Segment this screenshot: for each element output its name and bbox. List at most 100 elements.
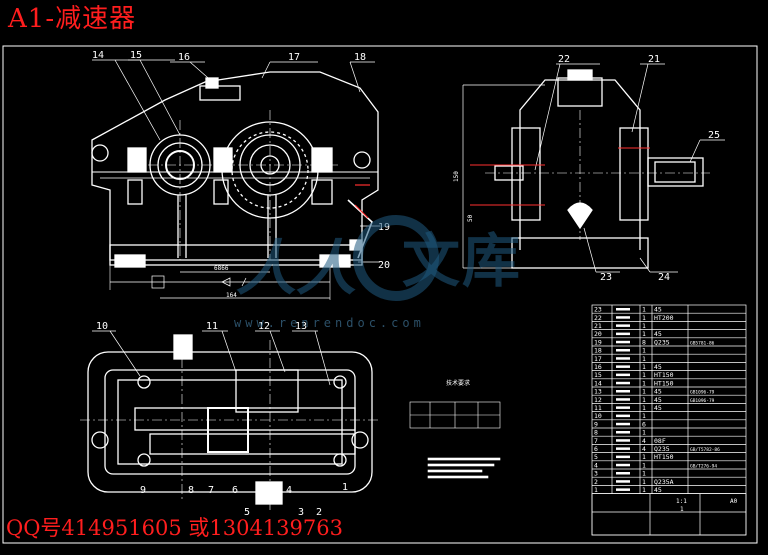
bom-cell: HT150 bbox=[654, 379, 674, 387]
bom-cell: 4 bbox=[642, 437, 646, 445]
bom-name-cell bbox=[616, 439, 630, 442]
bom-cell: 1 bbox=[642, 322, 646, 330]
bom-cell: HT150 bbox=[654, 453, 674, 461]
bom-cell: 1 bbox=[642, 429, 646, 437]
bom-cell: 4 bbox=[642, 445, 646, 453]
bom-cell: 10 bbox=[594, 412, 602, 420]
watermark-ku: 库 bbox=[462, 227, 521, 295]
bom-cell: 13 bbox=[594, 388, 602, 396]
callout-9: 9 bbox=[140, 485, 146, 496]
bom-cell: 6 bbox=[594, 445, 598, 453]
bom-cell: Q235A bbox=[654, 478, 674, 486]
bom-name-cell bbox=[616, 324, 630, 327]
dim-50: 50 bbox=[467, 214, 474, 222]
callout-16: 16 bbox=[178, 52, 190, 63]
bom-cell: 1 bbox=[642, 355, 646, 363]
bom-cell: 8 bbox=[642, 338, 646, 346]
drawing-title: A1-减速器 bbox=[8, 4, 137, 34]
bom-cell: 1 bbox=[642, 379, 646, 387]
bom-cell: 15 bbox=[594, 371, 602, 379]
callout-2: 2 bbox=[316, 507, 322, 518]
bom-name-cell bbox=[616, 308, 630, 311]
bom-cell: 1 bbox=[594, 486, 598, 494]
bom-cell: 2 bbox=[594, 478, 598, 486]
callout-1: 1 bbox=[342, 482, 348, 493]
bom-cell: GB1096-79 bbox=[690, 398, 715, 404]
callout-5: 5 bbox=[244, 507, 250, 518]
bom-cell: Q235 bbox=[654, 338, 670, 346]
bom-cell: 9 bbox=[594, 420, 598, 428]
bom-cell: 1 bbox=[642, 330, 646, 338]
bom-name-cell bbox=[616, 480, 630, 483]
bom-cell: 5 bbox=[594, 453, 598, 461]
bom-cell: 45 bbox=[654, 396, 662, 404]
bom-cell: 1 bbox=[642, 306, 646, 314]
bom-name-cell bbox=[616, 447, 630, 450]
bom-cell: 1 bbox=[642, 412, 646, 420]
bom-cell: 08F bbox=[654, 437, 666, 445]
callout-11: 11 bbox=[206, 321, 218, 332]
tech-notes bbox=[409, 401, 501, 479]
dim-6866: 6866 bbox=[214, 265, 229, 272]
watermark-wen: 文 bbox=[402, 227, 461, 295]
side-red-marks bbox=[470, 147, 650, 206]
bom-name-cell bbox=[616, 316, 630, 319]
callout-8: 8 bbox=[188, 485, 194, 496]
sheet-no-cell: 1 bbox=[680, 506, 684, 513]
dim-150: 150 bbox=[453, 171, 460, 182]
bom-name-cell bbox=[616, 463, 630, 467]
bom-cell: 45 bbox=[654, 363, 662, 371]
bom-cell: 1 bbox=[642, 461, 646, 469]
bom-cell: 1 bbox=[642, 470, 646, 478]
bom-cell: GB/T5782-86 bbox=[690, 447, 720, 453]
callout-17: 17 bbox=[288, 52, 300, 63]
bom-cell: 45 bbox=[654, 306, 662, 314]
bom-cell: 14 bbox=[594, 379, 602, 387]
watermark-url: www.renrendoc.com bbox=[234, 316, 425, 330]
bom-cell: 45 bbox=[654, 388, 662, 396]
bom-cell: 1 bbox=[642, 363, 646, 371]
bom-cell: GB1096-79 bbox=[690, 390, 715, 396]
bom-cell: 20 bbox=[594, 330, 602, 338]
bom-name-cell bbox=[616, 431, 630, 434]
bom-cell: 22 bbox=[594, 314, 602, 322]
watermark-logo: 人人 文 库 bbox=[236, 210, 526, 310]
callout-21: 21 bbox=[648, 54, 660, 65]
front-red-marks bbox=[354, 184, 370, 219]
bom-cell: 4 bbox=[594, 461, 598, 469]
callout-24: 24 bbox=[658, 272, 670, 283]
drawing-border bbox=[2, 45, 758, 544]
bom-cell: 1 bbox=[642, 486, 646, 494]
bom-cell: HT150 bbox=[654, 371, 674, 379]
side-view bbox=[462, 63, 725, 273]
bom-name-cell bbox=[616, 414, 630, 418]
callout-22: 22 bbox=[558, 54, 570, 65]
tech-title: 技术要求 bbox=[446, 379, 470, 387]
callout-18: 18 bbox=[354, 52, 366, 63]
callout-3: 3 bbox=[298, 507, 304, 518]
callout-10: 10 bbox=[96, 321, 108, 332]
bom-cell: 6 bbox=[642, 420, 646, 428]
dim-164: 164 bbox=[226, 292, 237, 299]
bom-cell: 45 bbox=[654, 404, 662, 412]
bom-cell: 7 bbox=[594, 437, 598, 445]
bom-cell: 18 bbox=[594, 347, 602, 355]
callout-6: 6 bbox=[232, 485, 238, 496]
callout-15: 15 bbox=[130, 50, 142, 61]
contact-text: QQ号414951605 或1304139763 bbox=[6, 516, 343, 540]
callout-4: 4 bbox=[286, 485, 292, 496]
bom-cell: 1 bbox=[642, 404, 646, 412]
bom-name-cell bbox=[616, 455, 630, 459]
bom-cell: 8 bbox=[594, 429, 598, 437]
callout-19: 19 bbox=[378, 222, 390, 233]
bom-name-cell bbox=[616, 373, 630, 377]
bom-cell: 12 bbox=[594, 396, 602, 404]
bom-cell: 11 bbox=[594, 404, 602, 412]
bom-name-cell bbox=[616, 340, 630, 344]
bom-cell: 1 bbox=[642, 478, 646, 486]
bom-cell: 1 bbox=[642, 396, 646, 404]
callout-20: 20 bbox=[378, 260, 390, 271]
bom-cell: GB/T276-94 bbox=[690, 463, 717, 469]
